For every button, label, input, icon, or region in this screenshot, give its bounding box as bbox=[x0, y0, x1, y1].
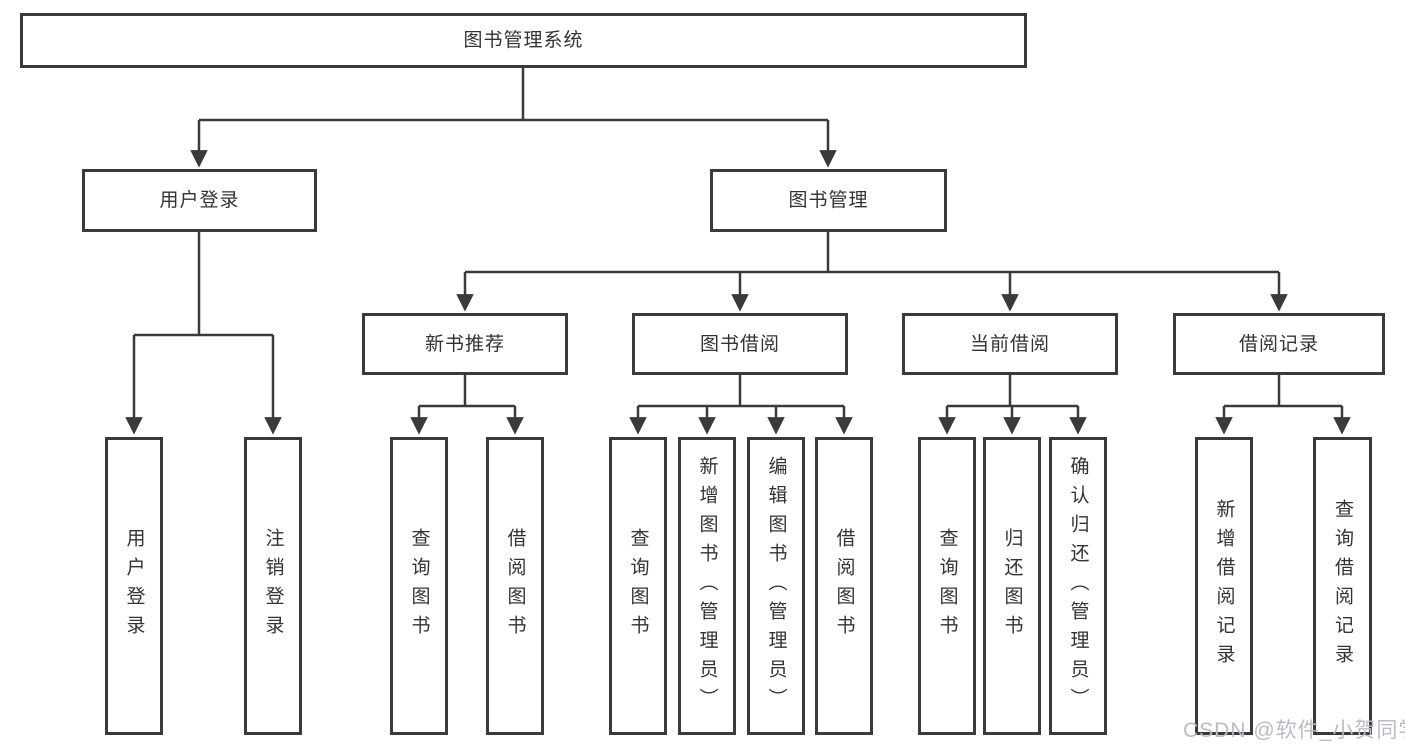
leaf-add-borrow-record: 新增借阅记录 bbox=[1195, 437, 1253, 735]
watermark-text: CSDN @软件_小贺同学 bbox=[1183, 719, 1405, 742]
node-book-management: 图书管理 bbox=[710, 169, 947, 232]
leaf-add-book-admin: 新增图书（管理员） bbox=[678, 437, 736, 735]
leaf-query-books-current: 查询图书 bbox=[918, 437, 976, 735]
node-user-login: 用户登录 bbox=[82, 169, 317, 232]
leaf-logout: 注销登录 bbox=[244, 437, 302, 735]
node-new-book-recommend: 新书推荐 bbox=[362, 313, 568, 375]
node-current-borrowing: 当前借阅 bbox=[902, 313, 1118, 375]
leaf-query-borrow-record: 查询借阅记录 bbox=[1313, 437, 1372, 735]
node-book-borrowing: 图书借阅 bbox=[632, 313, 848, 375]
leaf-query-books-borrowing: 查询图书 bbox=[609, 437, 667, 735]
leaf-borrow-books-recommend: 借阅图书 bbox=[486, 437, 544, 735]
leaf-user-login: 用户登录 bbox=[105, 437, 163, 735]
leaf-edit-book-admin: 编辑图书（管理员） bbox=[747, 437, 805, 735]
node-root: 图书管理系统 bbox=[20, 13, 1027, 68]
leaf-query-books-recommend: 查询图书 bbox=[390, 437, 448, 735]
node-borrow-records: 借阅记录 bbox=[1173, 313, 1385, 375]
leaf-return-books: 归还图书 bbox=[983, 437, 1041, 735]
leaf-borrow-books-borrowing: 借阅图书 bbox=[815, 437, 873, 735]
leaf-confirm-return-admin: 确认归还（管理员） bbox=[1049, 437, 1107, 735]
